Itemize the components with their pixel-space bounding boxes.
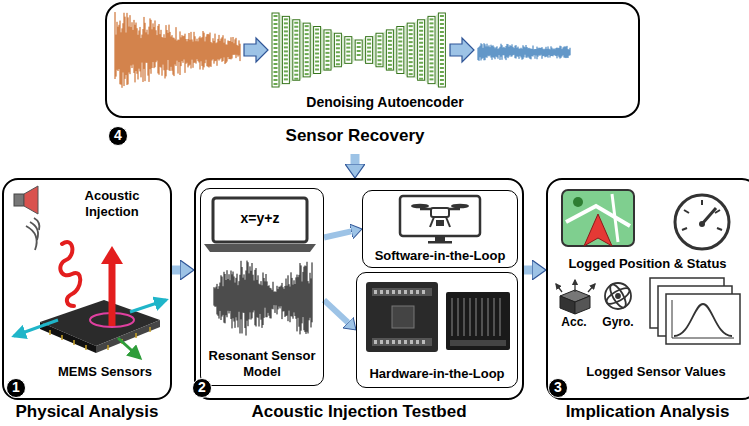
autoencoder-figure [272, 13, 445, 87]
callout-number: 1 [6, 378, 26, 398]
box-label: Resonant Sensor Model [208, 348, 316, 379]
callout-number: 4 [108, 126, 128, 146]
clean-waveform [478, 43, 570, 61]
analysis-panel: Acoustic InjectionMEMS SensorsPhysical A… [2, 178, 172, 424]
callout-number: 3 [548, 378, 568, 398]
drone-monitor [400, 196, 480, 244]
flow-arrow [450, 38, 474, 62]
equation-text: x=y+z [216, 210, 304, 226]
icon-label: Acc. [552, 316, 596, 330]
process-box: Software-in-the-Loop [362, 190, 518, 268]
box-label: Logged Sensor Values [566, 364, 746, 380]
flight-controller-board [366, 282, 438, 352]
flow-arrow [351, 154, 360, 164]
axis-arrow [14, 320, 58, 336]
flow-arrow [244, 38, 268, 62]
gauge-icon [675, 195, 729, 249]
analysis-panel: Logged Position & StatusLogged Sensor Va… [546, 178, 749, 424]
audio-waveform [214, 261, 312, 336]
section-heading: Implication Analysis [546, 402, 749, 422]
flow-arrow [524, 266, 532, 275]
accelerometer-icon [556, 280, 595, 314]
flow-arrow [172, 266, 180, 275]
noisy-waveform [115, 12, 240, 88]
section-heading: Sensor Recovery [235, 126, 475, 146]
force-arrow [101, 246, 123, 326]
acoustic-signal [60, 242, 80, 306]
sound-waves [26, 218, 39, 250]
speaker-icon [14, 186, 38, 214]
flow-arrow [324, 300, 348, 322]
box-label: MEMS Sensors [42, 364, 168, 380]
process-box: Hardware-in-the-Loop [356, 272, 518, 388]
section-heading: Acoustic Injection Testbed [194, 402, 524, 422]
icon-label: Gyro. [596, 316, 640, 330]
box-label: Acoustic Injection [60, 188, 164, 219]
box-label: Denoising Autoencoder [260, 94, 510, 111]
box-label: Software-in-the-Loop [365, 248, 515, 264]
axis-arrow [130, 300, 166, 312]
plot-stack [650, 278, 740, 344]
axis-arrow [118, 338, 140, 358]
callout-number: 2 [192, 378, 212, 398]
section-heading: Physical Analysis [2, 402, 172, 422]
flow-arrow [324, 231, 351, 237]
map-icon [562, 190, 634, 246]
box-label: Hardware-in-the-Loop [359, 366, 515, 382]
gyroscope-icon [604, 282, 632, 310]
box-label: Logged Position & Status [550, 256, 745, 272]
recovery-panel: Denoising AutoencoderSensor Recovery [105, 2, 640, 154]
laptop-icon [204, 198, 316, 252]
companion-computer [446, 292, 510, 350]
